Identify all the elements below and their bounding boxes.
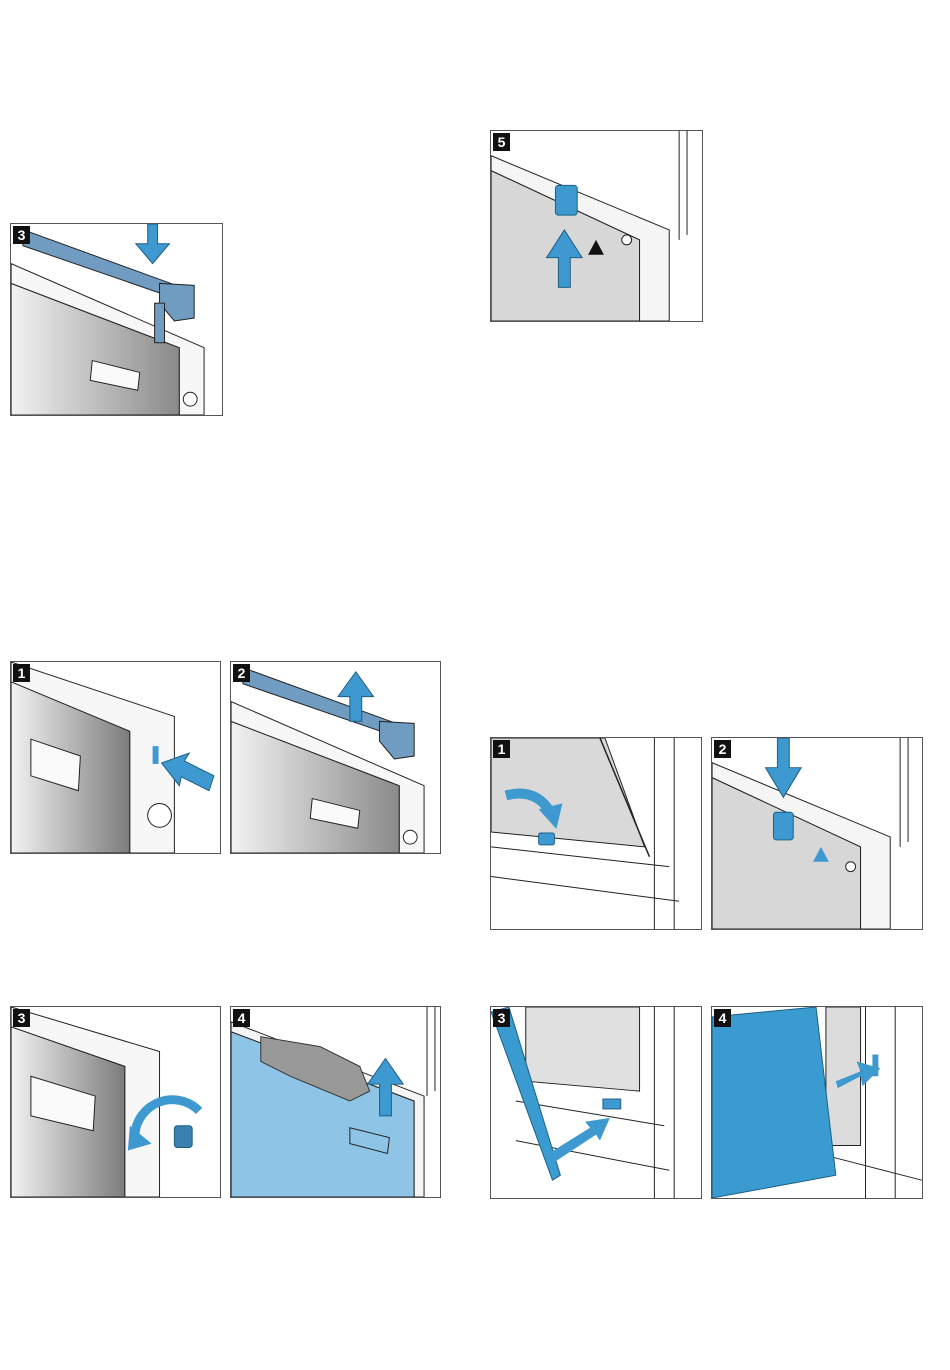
figure-remove-rail: 2	[230, 661, 441, 854]
illustration-press-unlock	[11, 662, 220, 853]
illustration-slide-glass	[491, 738, 701, 929]
step-badge: 3	[13, 226, 30, 244]
step-badge: 3	[13, 1009, 30, 1027]
figure-press-clip: 2	[711, 737, 923, 930]
illustration-close-door	[712, 1007, 922, 1198]
step-badge: 1	[493, 740, 510, 758]
step-badge: 1	[13, 664, 30, 682]
figure-insert-pane: 1	[490, 737, 702, 930]
illustration-lift-rail	[231, 662, 440, 853]
illustration-clip-down	[712, 738, 922, 929]
step-badge: 5	[493, 133, 510, 151]
step-badge: 4	[714, 1009, 731, 1027]
figure-unscrew: 3	[10, 1006, 221, 1198]
figure-fit-door-lower: 3	[490, 1006, 702, 1199]
figure-install-rail: 3	[10, 223, 223, 416]
illustration-door-rail-press	[11, 224, 222, 415]
illustration-hook-door	[491, 1007, 701, 1198]
figure-clean-panel: 4	[230, 1006, 441, 1198]
step-badge: 3	[493, 1009, 510, 1027]
illustration-clip-lift	[491, 131, 702, 321]
step-badge: 2	[233, 664, 250, 682]
figure-fit-door-side: 4	[711, 1006, 923, 1199]
illustration-wipe-glass	[231, 1007, 440, 1197]
step-badge: 4	[233, 1009, 250, 1027]
step-badge: 2	[714, 740, 731, 758]
illustration-remove-screw	[11, 1007, 220, 1197]
figure-hinge-clip-up: 5	[490, 130, 703, 322]
figure-unlock-button: 1	[10, 661, 221, 854]
